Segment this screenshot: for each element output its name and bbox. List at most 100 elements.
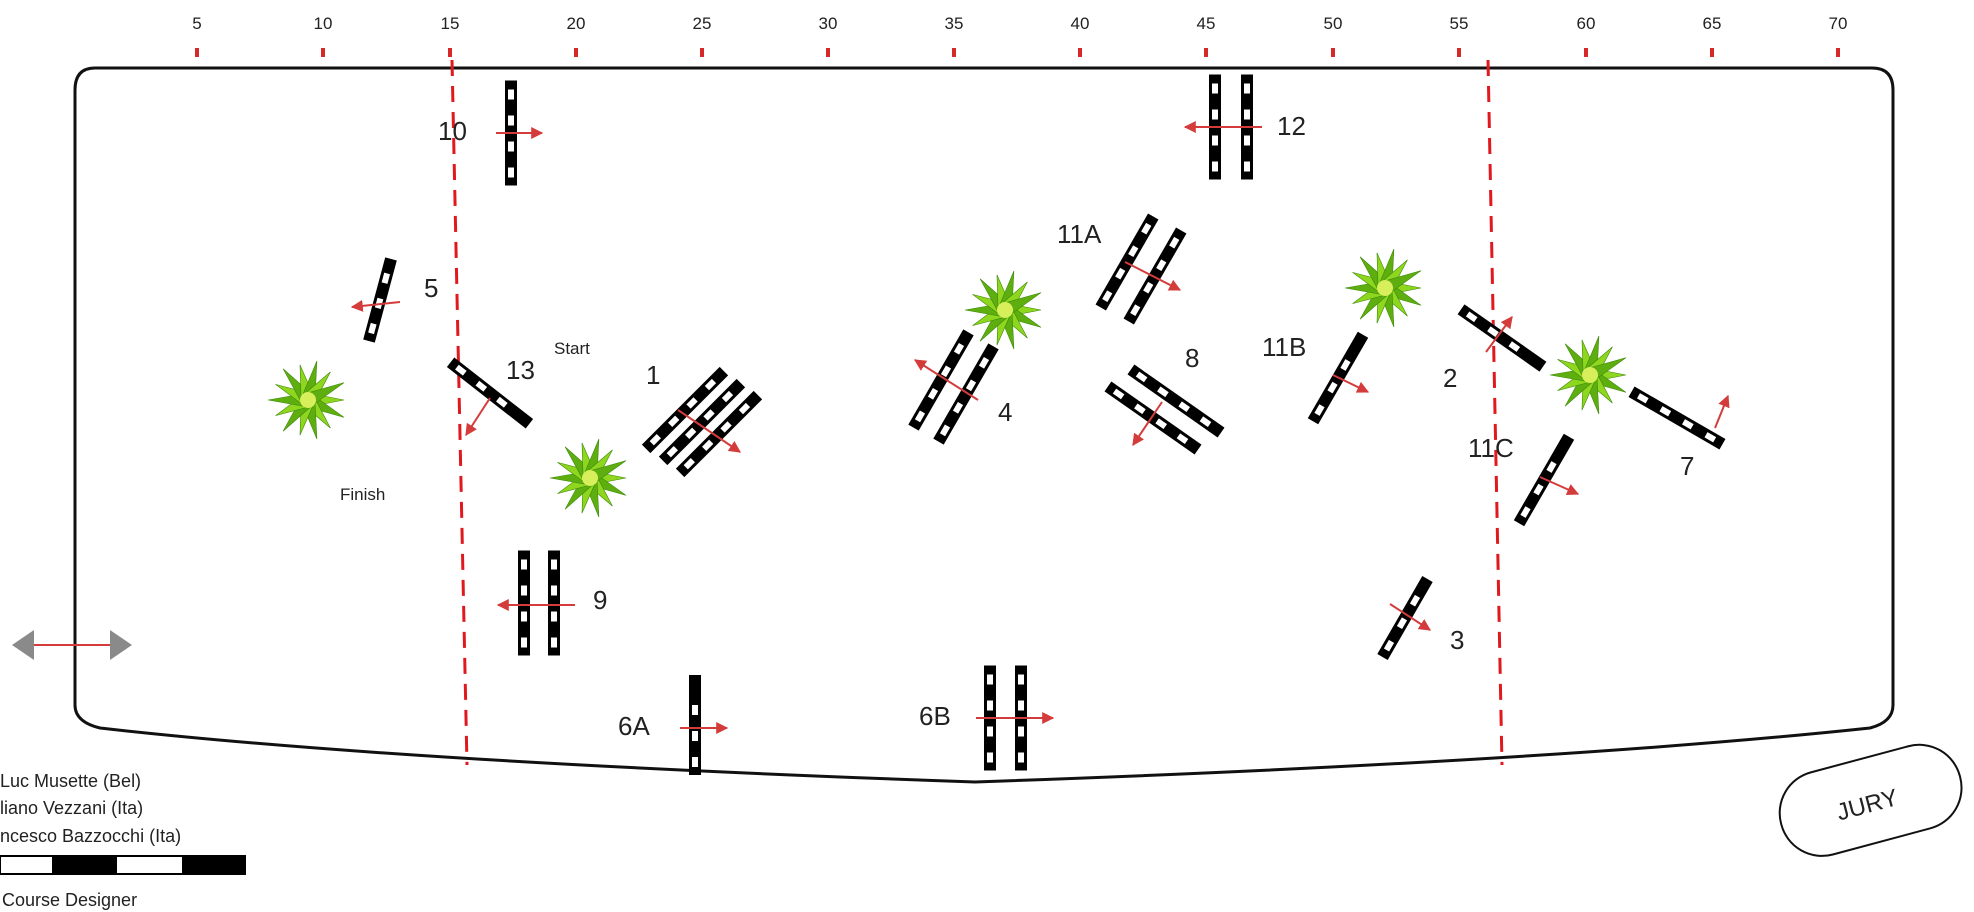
fence-rail [1377,576,1433,660]
double-arrow-icon [12,630,132,660]
obstacle-number: 11B [1262,332,1306,362]
ruler-tick [448,48,452,57]
obstacle-number: 7 [1680,451,1694,481]
dashed-line-left [450,59,469,766]
fence-rail [641,366,729,454]
obstacle-13 [446,357,534,437]
obstacle-1 [641,366,763,478]
ruler-tick-label: 45 [1197,14,1216,33]
fence-rail [933,343,999,445]
plant-icon [1344,248,1422,328]
obstacle-9 [496,550,575,656]
ruler-tick [195,48,199,57]
direction-arrow-icon [1132,401,1163,446]
obstacle-11b [1307,331,1370,425]
ruler-tick [1078,48,1082,57]
obstacle-6a [680,675,729,775]
fence-rail [1513,433,1575,527]
obstacle-5 [350,257,401,343]
obstacle-number: 12 [1277,111,1306,141]
ruler-tick [826,48,830,57]
ruler-tick [1457,48,1461,57]
ruler-tick [1331,48,1335,57]
credit-line-1: Luc Musette (Bel) [0,771,141,791]
obstacle-number: 3 [1450,625,1464,655]
direction-arrow-icon [1539,476,1580,496]
obstacle-11a [1095,213,1187,325]
ruler-tick-label: 25 [693,14,712,33]
direction-arrow-icon [1714,394,1730,429]
direction-arrow-icon [465,397,491,437]
fence-rail [1127,364,1225,438]
fence-rail [1123,227,1187,325]
ruler-tick-label: 5 [192,14,201,33]
obstacle-2 [1457,304,1547,372]
ruler-tick [1836,48,1840,57]
ruler-tick-label: 15 [441,14,460,33]
fence-rail [1628,386,1726,450]
obstacle-number: 13 [506,355,535,385]
obstacle-number: 8 [1185,343,1199,373]
obstacle-8 [1104,364,1225,455]
obstacle-10 [496,80,544,186]
obstacle-6b [976,665,1055,771]
fence-rail [908,329,974,431]
fence-rail [548,550,560,656]
direction-arrow-icon [1332,374,1370,393]
direction-arrow-icon [350,299,401,312]
obstacle-number: 1 [646,360,660,390]
obstacle-number: 10 [438,116,467,146]
credits: Luc Musette (Bel) liano Vezzani (Ita) nc… [0,771,246,910]
ruler-tick-label: 70 [1829,14,1848,33]
direction-arrow-icon [677,409,741,453]
finish-label: Finish [340,485,385,504]
dashed-line-right [1486,59,1504,766]
fence-rail [689,675,701,775]
plant-icon [1549,335,1627,415]
obstacle-3 [1377,576,1433,660]
ruler-tick-label: 65 [1703,14,1722,33]
fence-rail [518,550,530,656]
obstacle-number: 11C [1468,433,1514,463]
ruler-tick [700,48,704,57]
credit-line-3: ncesco Bazzocchi (Ita) [0,826,181,846]
obstacle-11c [1513,433,1580,527]
obstacle-number: 6A [618,711,650,741]
ruler-tick-label: 50 [1324,14,1343,33]
ruler-tick-label: 55 [1450,14,1469,33]
obstacle-number: 5 [424,273,438,303]
ruler-tick-label: 35 [945,14,964,33]
obstacle-number: 11A [1057,219,1102,249]
fence-rail [675,390,763,478]
obstacle-number: 9 [593,585,607,615]
ruler-tick [321,48,325,57]
plant-icon [267,360,345,440]
plant-icon [549,438,627,518]
plant-icon [964,270,1042,350]
course-designer-caption: Course Designer [2,890,137,910]
direction-arrow-icon [1389,603,1432,631]
fence-rail [363,257,397,343]
ruler-tick-label: 30 [819,14,838,33]
obstacle-number: 6B [919,701,951,731]
obstacle-number: 2 [1443,363,1457,393]
fence-rail [1104,381,1202,455]
fence-rail [446,357,534,429]
obstacle-7 [1628,386,1730,450]
fence-rail [658,378,746,466]
ruler-tick-label: 20 [567,14,586,33]
direction-arrow-icon [1485,316,1513,353]
arena-outline [73,66,1895,784]
ruler-tick [952,48,956,57]
obstacle-12 [1183,74,1262,180]
obstacle-number: 4 [998,397,1012,427]
scale-bar [0,855,246,875]
ruler-tick [574,48,578,57]
start-label: Start [554,339,590,358]
obstacle-4 [908,329,999,445]
ruler-tick-label: 60 [1577,14,1596,33]
direction-arrow-icon [1124,261,1182,291]
